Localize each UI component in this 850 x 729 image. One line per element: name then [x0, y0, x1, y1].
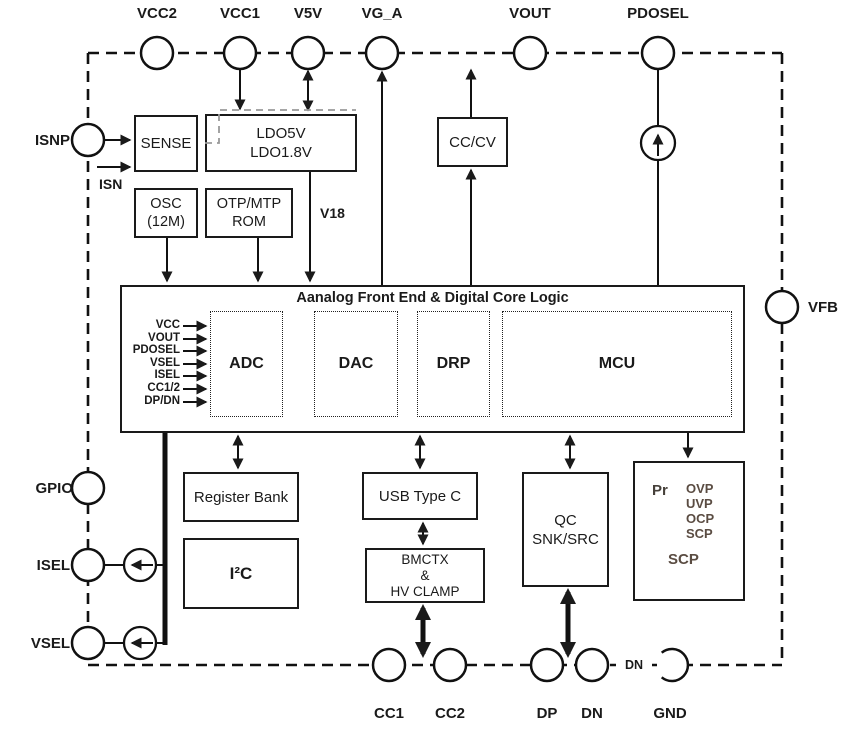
block-otp-rom: OTP/MTP ROM: [205, 188, 293, 238]
afe-input-vsel: VSEL: [149, 357, 180, 369]
block-dac-label: DAC: [338, 355, 374, 372]
label-pdosel: PDOSEL: [627, 5, 689, 22]
block-otp-line1: OTP/MTP: [216, 196, 282, 212]
afe-input-dpdn: DP/DN: [144, 395, 180, 407]
afe-title: Aanalog Front End & Digital Core Logic: [296, 290, 569, 306]
dn-label-mask: [616, 651, 652, 677]
pin-v5v: [290, 35, 326, 71]
label-gnd: GND: [653, 705, 687, 722]
block-qc-line2: SNK/SRC: [532, 530, 599, 548]
label-isn: ISN: [99, 176, 123, 192]
pin-gnd-arc: [660, 647, 690, 683]
block-adc-label: ADC: [229, 355, 264, 372]
label-vsel: VSEL: [30, 635, 70, 652]
pin-isel: [70, 547, 106, 583]
protect-item-scp: SCP: [686, 526, 713, 541]
protect-prefix: Pr: [652, 482, 668, 499]
pin-vout: [512, 35, 548, 71]
label-dn: DN: [581, 705, 603, 722]
pin-vcc1: [222, 35, 258, 71]
block-ldo-line1: LDO5V: [256, 125, 306, 142]
protect-item-uvp: UVP: [686, 496, 713, 511]
pin-cc1: [371, 647, 407, 683]
pin-vcc2: [139, 35, 175, 71]
block-dac: DAC: [314, 311, 398, 417]
block-adc: ADC: [210, 311, 283, 417]
block-mcu: MCU: [502, 311, 732, 417]
block-ldo: LDO5V LDO1.8V: [205, 114, 357, 172]
block-mcu-label: MCU: [598, 355, 636, 372]
pin-vga: [364, 35, 400, 71]
protect-item-ovp: OVP: [686, 481, 714, 496]
pin-gpio: [70, 470, 106, 506]
block-drp: DRP: [417, 311, 490, 417]
block-bmctx-line2: &: [420, 567, 430, 583]
protect-item-ocp: OCP: [686, 511, 715, 526]
block-bmctx-hvclamp: BMCTX & HV CLAMP: [365, 548, 485, 603]
protect-list: OVP UVP OCP SCP: [686, 481, 714, 541]
protect-footer-scp: SCP: [668, 551, 699, 568]
afe-input-isel: ISEL: [154, 369, 180, 381]
afe-input-vcc: VCC: [155, 319, 180, 331]
block-afe: [120, 285, 745, 433]
block-protect: [633, 461, 745, 601]
block-drp-label: DRP: [436, 355, 471, 372]
block-bmctx-line1: BMCTX: [401, 551, 449, 567]
label-cc2: CC2: [434, 705, 465, 722]
afe-input-vout: VOUT: [148, 332, 180, 344]
block-osc-line1: OSC: [150, 196, 182, 212]
label-dn-inner: DN: [624, 658, 644, 672]
label-vga: VG_A: [361, 5, 403, 22]
pin-cc2: [432, 647, 468, 683]
pin-isnp: [70, 122, 106, 158]
pin-vfb: [764, 289, 800, 325]
block-ldo-line2: LDO1.8V: [250, 144, 312, 161]
block-usb-type-c: USB Type C: [362, 472, 478, 520]
afe-input-cc12: CC1/2: [147, 382, 180, 394]
label-isel: ISEL: [36, 557, 70, 574]
block-cccv-label: CC/CV: [449, 133, 496, 151]
label-cc1: CC1: [373, 705, 404, 722]
label-v5v: V5V: [293, 5, 323, 22]
label-vfb: VFB: [808, 299, 838, 316]
block-otp-line2: ROM: [232, 214, 266, 230]
pin-vsel: [70, 625, 106, 661]
afe-input-pdosel: PDOSEL: [132, 344, 180, 356]
label-v18: V18: [320, 205, 345, 221]
current-source-arrows: [130, 133, 664, 649]
block-osc-line2: (12M): [147, 214, 185, 230]
block-qc-line1: QC: [554, 511, 577, 529]
block-i2c: I²C: [183, 538, 299, 609]
pin-pdosel: [640, 35, 676, 71]
block-sense-label: SENSE: [140, 135, 192, 152]
block-sense: SENSE: [134, 115, 198, 172]
block-register-bank-label: Register Bank: [193, 488, 289, 506]
block-bmctx-line3: HV CLAMP: [390, 583, 460, 599]
pin-pads: [70, 35, 800, 683]
block-cccv: CC/CV: [437, 117, 508, 167]
block-osc: OSC (12M): [134, 188, 198, 238]
pin-dp: [529, 647, 565, 683]
label-dp: DP: [536, 705, 558, 722]
block-register-bank: Register Bank: [183, 472, 299, 522]
label-vcc2: VCC2: [136, 5, 177, 22]
label-vcc1: VCC1: [219, 5, 260, 22]
label-vout: VOUT: [509, 5, 551, 22]
pin-dn: [574, 647, 610, 683]
label-isnp: ISNP: [34, 132, 70, 149]
block-qc-snk-src: QC SNK/SRC: [522, 472, 609, 587]
block-i2c-label: I²C: [229, 564, 253, 583]
block-usb-label: USB Type C: [378, 487, 462, 505]
label-gpio: GPIO: [35, 480, 73, 497]
